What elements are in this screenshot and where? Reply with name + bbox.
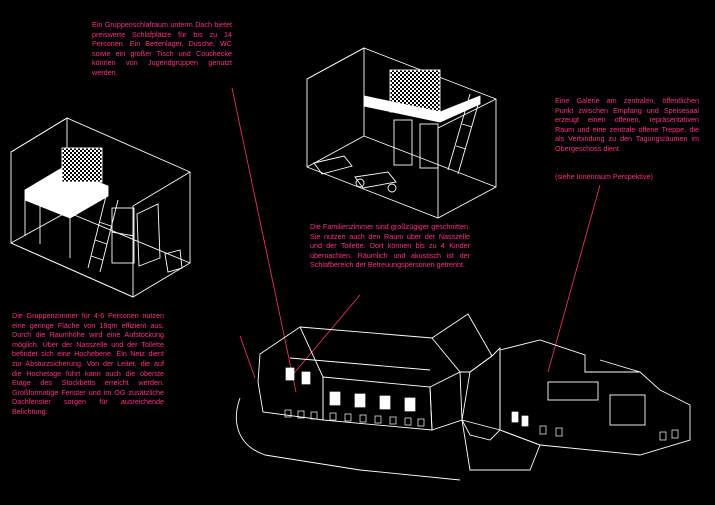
annotation-gallery: Eine Galerie am zentralen, öffentlichen …	[555, 96, 699, 153]
leader-lines	[231, 87, 601, 393]
group-room-axonometric	[10, 117, 191, 298]
building-axonometric	[236, 313, 691, 481]
family-room-axonometric	[306, 47, 497, 219]
annotation-family-rooms: Die Familienzimmer sind großzügiger gesc…	[310, 222, 470, 270]
annotation-gallery-reference: (siehe Innenraum Perspektive)	[555, 172, 653, 181]
annotation-group-rooms: Die Gruppenzimmer für 4-6 Personen nutze…	[12, 311, 164, 416]
annotation-group-dorm: Ein Gruppenschlafraum unterm Dach bietet…	[92, 20, 232, 77]
